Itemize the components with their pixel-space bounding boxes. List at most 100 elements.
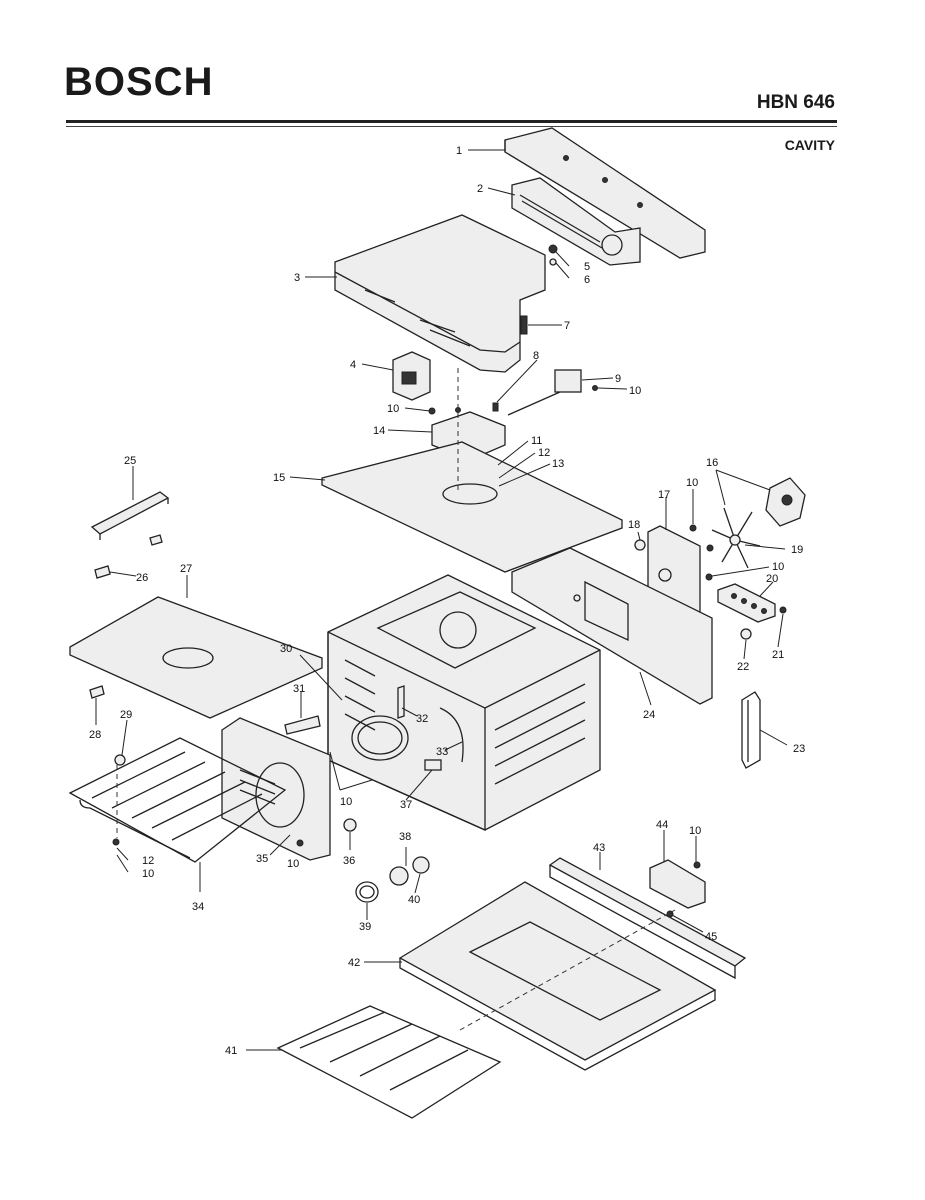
brand-logo: BOSCH bbox=[64, 60, 214, 104]
callout-2: 2 bbox=[477, 183, 483, 195]
callout-42: 42 bbox=[348, 957, 360, 969]
part-lamp-cover-40 bbox=[412, 856, 430, 874]
callout-44: 44 bbox=[656, 819, 668, 831]
leader-lines bbox=[95, 149, 788, 1051]
header-rule bbox=[66, 120, 837, 123]
callout-11: 11 bbox=[531, 435, 542, 447]
part-cooling-fan bbox=[511, 177, 641, 266]
callout-14: 14 bbox=[373, 425, 385, 437]
section-title: CAVITY bbox=[784, 137, 835, 153]
part-latch-44 bbox=[649, 859, 706, 909]
part-sensor-32 bbox=[397, 685, 405, 719]
callout-9: 9 bbox=[615, 373, 621, 385]
part-washer bbox=[549, 258, 557, 266]
part-terminal-block bbox=[705, 573, 787, 623]
callout-40: 40 bbox=[408, 894, 420, 906]
callout-45: 45 bbox=[705, 931, 717, 943]
part-screw-12 bbox=[112, 838, 120, 846]
callout-43: 43 bbox=[593, 842, 605, 854]
part-rail-guide bbox=[90, 491, 170, 540]
callout-17: 17 bbox=[658, 489, 670, 501]
part-lower-element bbox=[276, 1005, 502, 1119]
callout-16: 16 bbox=[706, 457, 718, 469]
part-convection-fan bbox=[706, 477, 806, 569]
part-seal-39 bbox=[355, 881, 379, 903]
part-transformer bbox=[392, 351, 431, 401]
callout-24: 24 bbox=[643, 709, 655, 721]
part-insulation-mat bbox=[69, 596, 323, 719]
callout-10-d: 10 bbox=[772, 561, 784, 573]
header-rule-thin bbox=[66, 126, 837, 127]
part-bracket-23 bbox=[741, 691, 761, 769]
callout-36: 36 bbox=[343, 855, 355, 867]
callout-10-g: 10 bbox=[142, 868, 154, 880]
callout-12-a: 12 bbox=[538, 447, 550, 459]
callout-6: 6 bbox=[584, 274, 590, 286]
callout-29: 29 bbox=[120, 709, 132, 721]
callout-41: 41 bbox=[225, 1045, 237, 1057]
callout-25: 25 bbox=[124, 455, 136, 467]
callout-19: 19 bbox=[791, 544, 803, 556]
callout-39: 39 bbox=[359, 921, 371, 933]
part-side-rail bbox=[548, 857, 747, 980]
part-screw-29 bbox=[114, 754, 126, 766]
callout-10-c: 10 bbox=[686, 477, 698, 489]
callout-20: 20 bbox=[766, 573, 778, 585]
callout-18: 18 bbox=[628, 519, 640, 531]
callout-7: 7 bbox=[564, 320, 570, 332]
part-ring-heater bbox=[351, 715, 409, 761]
part-grommet bbox=[740, 628, 752, 640]
callout-33: 33 bbox=[436, 746, 448, 758]
part-nut bbox=[548, 244, 558, 254]
callout-10-e: 10 bbox=[340, 796, 352, 808]
part-nut-18 bbox=[634, 539, 646, 551]
callout-35: 35 bbox=[256, 853, 268, 865]
part-bracket-31 bbox=[284, 715, 321, 735]
callout-12-b: 12 bbox=[142, 855, 154, 867]
callout-34: 34 bbox=[192, 901, 204, 913]
callout-13: 13 bbox=[552, 458, 564, 470]
callout-23: 23 bbox=[793, 743, 805, 755]
callout-32: 32 bbox=[416, 713, 428, 725]
part-clip-26 bbox=[94, 565, 111, 579]
part-lamp-38 bbox=[389, 866, 409, 886]
callout-22: 22 bbox=[737, 661, 749, 673]
callout-1: 1 bbox=[456, 145, 462, 157]
callout-31: 31 bbox=[293, 683, 305, 695]
callout-5: 5 bbox=[584, 261, 590, 273]
part-rear-panel bbox=[511, 547, 713, 705]
part-top-plate bbox=[321, 368, 623, 573]
part-screw-small bbox=[492, 402, 499, 412]
callout-38: 38 bbox=[399, 831, 411, 843]
callout-27: 27 bbox=[180, 563, 192, 575]
part-side-plate bbox=[221, 717, 331, 861]
callout-37: 37 bbox=[400, 799, 412, 811]
part-clip-26b bbox=[149, 534, 163, 546]
callout-26: 26 bbox=[136, 572, 148, 584]
callout-28: 28 bbox=[89, 729, 101, 741]
part-screw bbox=[520, 315, 528, 335]
part-clip-28 bbox=[89, 685, 105, 699]
model-number: HBN 646 bbox=[756, 92, 835, 113]
callout-labels: 1 2 3 4 5 6 7 8 9 10 10 11 12 13 14 15 1… bbox=[89, 145, 805, 1057]
callout-30: 30 bbox=[280, 643, 292, 655]
part-screw-10a bbox=[296, 839, 304, 847]
part-wire-33 bbox=[439, 707, 464, 763]
callout-10-h: 10 bbox=[689, 825, 701, 837]
callout-10-f: 10 bbox=[287, 858, 299, 870]
part-bottom-tray bbox=[398, 881, 717, 1071]
callout-8: 8 bbox=[533, 350, 539, 362]
callout-10-a: 10 bbox=[629, 385, 641, 397]
part-connector-37 bbox=[424, 759, 442, 771]
callout-21: 21 bbox=[772, 649, 784, 661]
callout-15: 15 bbox=[273, 472, 285, 484]
part-top-trim bbox=[504, 127, 706, 259]
part-air-duct bbox=[334, 214, 546, 373]
callout-4: 4 bbox=[350, 359, 356, 371]
part-grill-element bbox=[68, 737, 287, 863]
part-thermostat bbox=[507, 369, 598, 416]
callout-10-b: 10 bbox=[387, 403, 399, 415]
part-knob-36 bbox=[343, 818, 357, 832]
callout-3: 3 bbox=[294, 272, 300, 284]
